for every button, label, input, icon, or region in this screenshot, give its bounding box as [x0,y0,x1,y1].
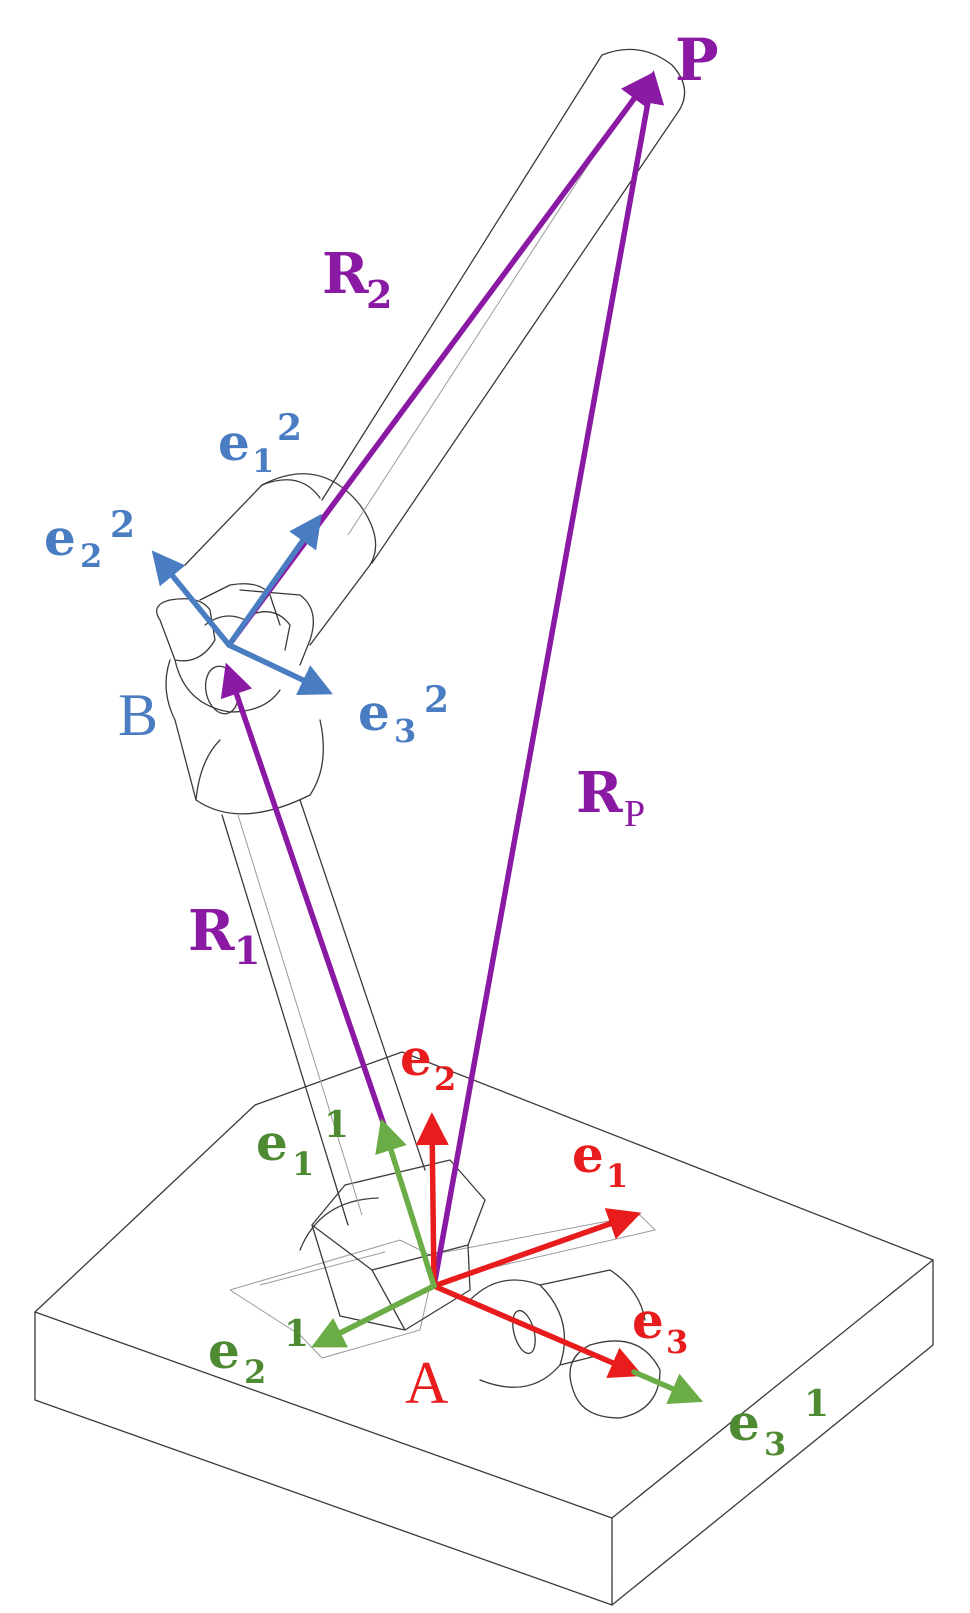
svg-text:2: 2 [80,537,102,575]
base-plate [34,1051,934,1606]
rp-vector [431,70,665,1289]
svg-text:2: 2 [424,679,449,721]
svg-text:e: e [632,1291,664,1350]
svg-text:e: e [44,508,76,567]
label-e3-1: e 3 1 [728,1383,829,1463]
label-e1: e 1 [572,1125,628,1195]
label-e1-2: e 1 2 [218,407,302,480]
svg-text:1: 1 [292,1145,314,1183]
svg-text:e: e [218,413,250,472]
e3-vector [431,1283,644,1379]
svg-text:1: 1 [606,1157,628,1195]
svg-text:P: P [624,793,645,835]
joint-a [299,1159,661,1419]
svg-text:e: e [572,1125,604,1184]
svg-text:2: 2 [244,1353,266,1391]
label-a: A [405,1350,448,1416]
svg-text:1: 1 [234,928,260,973]
e2-2-vector [151,550,232,648]
svg-text:2: 2 [277,407,302,449]
label-e2-2: e 2 2 [44,504,135,575]
e2-vector [415,1112,449,1289]
svg-text:2: 2 [366,272,392,317]
svg-text:3: 3 [394,712,416,750]
label-b: B [118,682,158,748]
svg-text:e: e [358,683,390,742]
svg-text:3: 3 [666,1323,688,1361]
e1-1-vector [375,1118,437,1289]
label-r2: R 2 [322,241,392,317]
e1-2-vector [226,513,322,648]
svg-text:e: e [400,1028,432,1087]
e2-1-vector [311,1283,437,1348]
svg-text:R: R [322,241,369,307]
label-p: P [675,26,719,94]
label-r1: R 1 [188,898,260,973]
svg-text:R: R [188,898,235,964]
svg-text:1: 1 [252,442,274,480]
label-e2-1: e 2 1 [208,1313,309,1391]
label-e2: e 2 [400,1028,456,1098]
svg-text:e: e [728,1393,760,1452]
svg-text:e: e [256,1113,288,1172]
e3-1-vector [631,1369,704,1404]
label-e3: e 3 [632,1291,688,1361]
svg-text:R: R [576,760,623,826]
svg-text:2: 2 [434,1060,456,1098]
svg-text:1: 1 [284,1313,309,1355]
e1-vector [431,1208,642,1289]
svg-text:1: 1 [324,1104,349,1146]
svg-text:1: 1 [804,1383,829,1425]
svg-text:2: 2 [110,504,135,546]
label-e1-1: e 1 1 [256,1104,349,1183]
upper-link [184,48,686,646]
r1-vector [220,662,388,1131]
label-rp: R P [576,760,645,835]
lower-link [165,659,426,1226]
e3-2-vector [226,642,333,696]
svg-text:3: 3 [764,1425,786,1463]
svg-text:e: e [208,1321,240,1380]
label-e3-2: e 3 2 [358,679,449,750]
